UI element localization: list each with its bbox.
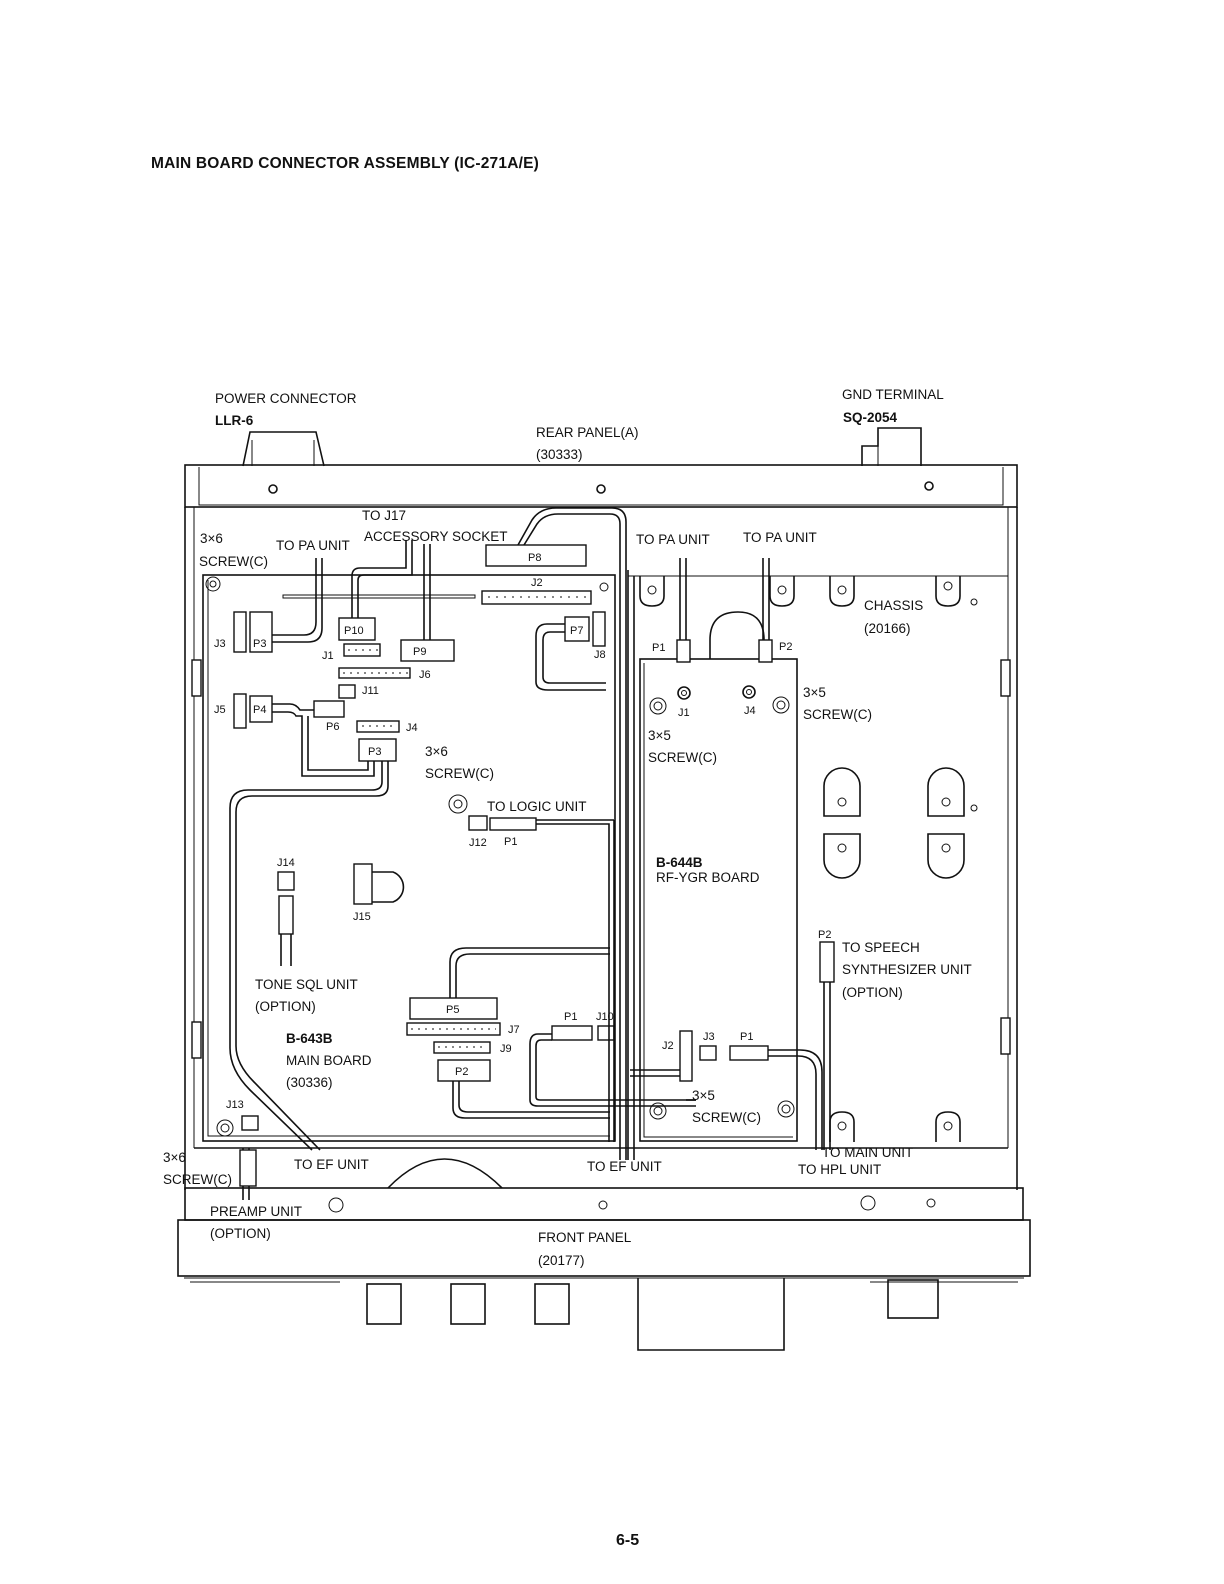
label-to-j17: TO J17 [362, 508, 406, 523]
label-p10: P10 [344, 625, 364, 637]
label-to-hpl-unit: TO HPL UNIT [798, 1162, 881, 1177]
label-to-ef-unit-b: TO EF UNIT [587, 1159, 662, 1174]
label-screwc-f: SCREW(C) [163, 1172, 232, 1187]
label-j2-main: J2 [531, 577, 543, 589]
label-j3-rf: J3 [703, 1031, 715, 1043]
power-connector [242, 431, 325, 467]
speech-synth-cable [819, 941, 835, 1150]
label-front-panel-part: (20177) [538, 1253, 585, 1268]
label-option-preamp: (OPTION) [210, 1226, 271, 1241]
label-rear-panel: REAR PANEL(A) [536, 425, 639, 440]
label-j12: J12 [469, 837, 487, 849]
label-screwc-e: SCREW(C) [692, 1110, 761, 1125]
label-j15: J15 [353, 911, 371, 923]
label-j3-main: J3 [214, 638, 226, 650]
label-p4: P4 [253, 704, 266, 716]
page-title: MAIN BOARD CONNECTOR ASSEMBLY (IC-271A/E… [151, 155, 539, 172]
label-tone-sql: TONE SQL UNIT [255, 977, 358, 992]
label-to-speech: TO SPEECH [842, 940, 920, 955]
label-j5: J5 [214, 704, 226, 716]
label-to-logic-unit: TO LOGIC UNIT [487, 799, 587, 814]
label-j1-main: J1 [322, 650, 334, 662]
label-j9: J9 [500, 1043, 512, 1055]
label-sq2054: SQ-2054 [843, 410, 898, 425]
label-to-pa-unit-a: TO PA UNIT [276, 538, 350, 553]
label-3x6-a: 3×6 [200, 531, 223, 546]
chassis-frame [184, 507, 1018, 1190]
label-3x5-a: 3×5 [803, 685, 826, 700]
label-gnd-terminal: GND TERMINAL [842, 387, 944, 402]
label-j13: J13 [226, 1099, 244, 1111]
label-p2-speech: P2 [818, 929, 831, 941]
label-p1-main: P1 [564, 1011, 577, 1023]
rf-bracket [627, 558, 1008, 1160]
label-main-board-part: (30336) [286, 1075, 333, 1090]
label-preamp-unit: PREAMP UNIT [210, 1204, 302, 1219]
label-p3-left: P3 [253, 638, 266, 650]
label-screwc-d: SCREW(C) [648, 750, 717, 765]
label-p8: P8 [528, 552, 541, 564]
label-j11: J11 [362, 685, 379, 697]
accessory-socket [485, 507, 627, 1160]
front-panel [177, 1158, 1031, 1351]
label-p6: P6 [326, 721, 339, 733]
label-screwc-c: SCREW(C) [803, 707, 872, 722]
diagram-labels: POWER CONNECTOR LLR-6 REAR PANEL(A) (303… [163, 387, 972, 1268]
label-to-ef-unit-a: TO EF UNIT [294, 1157, 369, 1172]
label-accessory-socket: ACCESSORY SOCKET [364, 529, 508, 544]
label-p2-main: P2 [455, 1066, 468, 1078]
main-board-cables [229, 540, 696, 1200]
label-front-panel: FRONT PANEL [538, 1230, 632, 1245]
label-j14: J14 [277, 857, 295, 869]
main-board [202, 574, 616, 1142]
label-p2-rf-top: P2 [779, 641, 792, 653]
label-power-connector: POWER CONNECTOR [215, 391, 357, 406]
label-j1-rf: J1 [678, 707, 690, 719]
label-chassis: CHASSIS [864, 598, 923, 613]
label-3x6-b: 3×6 [425, 744, 448, 759]
label-p7: P7 [570, 625, 583, 637]
label-rear-panel-part: (30333) [536, 447, 583, 462]
label-j8: J8 [594, 649, 606, 661]
label-j4-rf: J4 [744, 705, 756, 717]
chassis-details [639, 576, 978, 1142]
label-p5: P5 [446, 1004, 459, 1016]
label-to-pa-unit-c: TO PA UNIT [743, 530, 817, 545]
label-screwc-b: SCREW(C) [425, 766, 494, 781]
label-chassis-part: (20166) [864, 621, 911, 636]
label-b644b: B-644B [656, 855, 703, 870]
label-j6: J6 [419, 669, 431, 681]
label-3x5-c: 3×5 [692, 1088, 715, 1103]
rf-board [630, 658, 823, 1150]
label-to-main-unit: TO MAIN UNIT [822, 1145, 913, 1160]
label-option-speech: (OPTION) [842, 985, 903, 1000]
label-p1-rf-bottom: P1 [740, 1031, 753, 1043]
label-3x6-c: 3×6 [163, 1150, 186, 1165]
label-j4-main: J4 [406, 722, 418, 734]
label-option-tone: (OPTION) [255, 999, 316, 1014]
label-p1-rf-top: P1 [652, 642, 665, 654]
label-to-pa-unit-b: TO PA UNIT [636, 532, 710, 547]
label-p9: P9 [413, 646, 426, 658]
label-llr6: LLR-6 [215, 413, 254, 428]
label-main-board: MAIN BOARD [286, 1053, 372, 1068]
page-number: 6-5 [616, 1532, 640, 1549]
label-j2-rf: J2 [662, 1040, 674, 1052]
label-b643b: B-643B [286, 1031, 333, 1046]
rear-panel [184, 464, 1018, 508]
label-p1-logic: P1 [504, 836, 517, 848]
label-screwc-a: SCREW(C) [199, 554, 268, 569]
label-j10: J10 [596, 1011, 614, 1023]
gnd-terminal [861, 427, 922, 466]
label-rf-ygr: RF-YGR BOARD [656, 870, 760, 885]
label-synth-unit: SYNTHESIZER UNIT [842, 962, 972, 977]
label-j7: J7 [508, 1024, 520, 1036]
label-3x5-b: 3×5 [648, 728, 671, 743]
label-p3-center: P3 [368, 746, 381, 758]
